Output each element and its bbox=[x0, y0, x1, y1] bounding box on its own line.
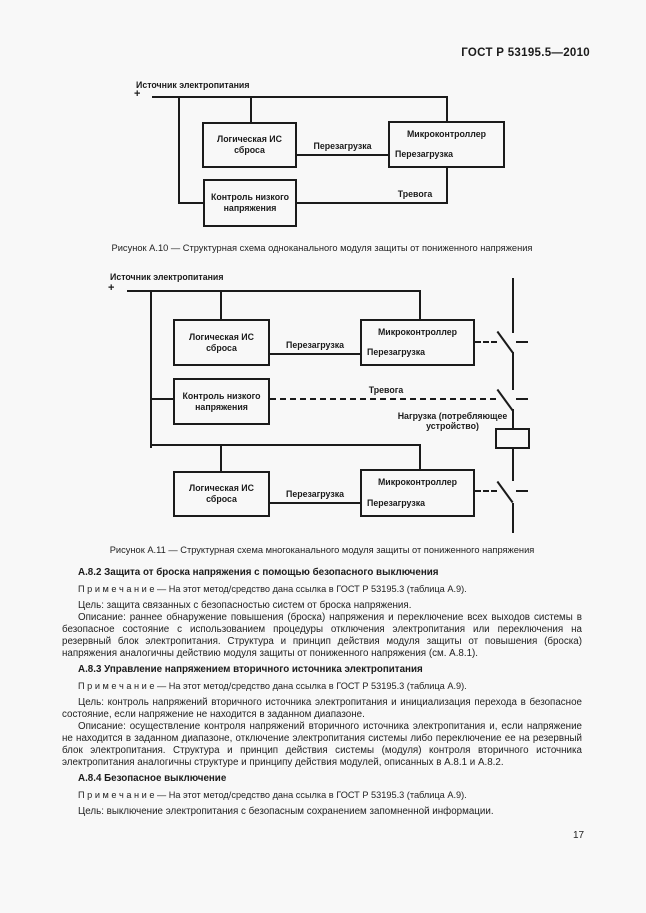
switch-contact-icon bbox=[496, 330, 514, 354]
logic-ic-reset-block: Логическая ИС сброса bbox=[173, 471, 270, 517]
rail-drop-line bbox=[178, 96, 180, 204]
low-voltage-monitor-block: Контроль низкого напряжения bbox=[173, 378, 270, 425]
monitor-input-line bbox=[178, 202, 205, 204]
power-source-label: Источник электропитания bbox=[136, 80, 250, 90]
reset-signal-line bbox=[270, 502, 360, 504]
page-number: 17 bbox=[573, 830, 585, 841]
plus-polarity-label: + bbox=[108, 282, 115, 294]
microcontroller-title: Микроконтроллер bbox=[377, 327, 458, 337]
monitor-input-line bbox=[150, 398, 173, 400]
reset-signal-label: Перезагрузка bbox=[286, 340, 344, 350]
logic-ic-reset-block: Логическая ИС сброса bbox=[173, 319, 270, 366]
section-a84-title: А.8.4 Безопасное выключение bbox=[78, 773, 227, 784]
section-a83-description: Описание: осуществление контроля напряже… bbox=[62, 721, 582, 768]
section-a82-title: А.8.2 Защита от броска напряжения с помо… bbox=[78, 567, 439, 578]
rail-drop-line bbox=[220, 290, 222, 319]
power-rail-line bbox=[152, 96, 448, 98]
rail-drop-line bbox=[419, 290, 421, 319]
reset-pin-label: Перезагрузка bbox=[367, 498, 425, 508]
microcontroller-title: Микроконтроллер bbox=[377, 477, 458, 487]
switch-contact-icon bbox=[496, 388, 514, 412]
microcontroller-block: Микроконтроллер Перезагрузка bbox=[388, 121, 505, 168]
power-rail-line bbox=[127, 290, 421, 292]
alarm-signal-label: Тревога bbox=[368, 385, 404, 395]
load-line bbox=[512, 409, 514, 429]
figure-a11-caption: Рисунок А.11 — Структурная схема многока… bbox=[109, 545, 535, 555]
low-voltage-monitor-block: Контроль низкого напряжения bbox=[203, 179, 297, 227]
load-line bbox=[512, 278, 514, 333]
rail-drop-line bbox=[250, 96, 252, 124]
lower-bus-line bbox=[150, 444, 421, 446]
section-a84-note: П р и м е ч а н и е — На этот метод/сред… bbox=[78, 790, 467, 800]
section-a82-goal: Цель: защита связанных с безопасностью с… bbox=[78, 600, 412, 611]
load-line bbox=[512, 503, 514, 533]
reset-signal-line bbox=[297, 154, 388, 156]
microcontroller-title: Микроконтроллер bbox=[406, 129, 487, 139]
switch-contact-icon bbox=[496, 480, 514, 504]
reset-signal-label: Перезагрузка bbox=[313, 141, 372, 151]
reset-signal-line bbox=[270, 353, 360, 355]
alarm-signal-label: Тревога bbox=[397, 189, 433, 199]
load-box bbox=[495, 428, 530, 449]
switch-control-dashed-line bbox=[475, 490, 497, 492]
standard-number-header: ГОСТ Р 53195.5—2010 bbox=[461, 47, 590, 59]
section-a84-goal: Цель: выключение электропитания с безопа… bbox=[78, 806, 494, 817]
section-a83-title: А.8.3 Управление напряжением вторичного … bbox=[78, 664, 423, 675]
reset-pin-label: Перезагрузка bbox=[395, 149, 453, 159]
rail-drop-line bbox=[419, 444, 421, 469]
microcontroller-block: Микроконтроллер Перезагрузка bbox=[360, 469, 475, 517]
reset-pin-label: Перезагрузка bbox=[367, 347, 425, 357]
switch-control-dash bbox=[516, 341, 528, 343]
body-text: А.8.2 Защита от броска напряжения с помо… bbox=[62, 567, 582, 818]
figure-a10-diagram: Источник электропитания + Логическая ИС … bbox=[100, 80, 560, 232]
figure-a11-diagram: Источник электропитания + Логическая ИС … bbox=[100, 272, 560, 540]
load-line bbox=[512, 449, 514, 481]
rail-drop-line bbox=[220, 444, 222, 471]
figure-a10-caption: Рисунок А.10 — Структурная схема однокан… bbox=[111, 243, 533, 253]
alarm-dashed-line bbox=[270, 398, 496, 400]
section-a82-description: Описание: раннее обнаружение повышения (… bbox=[62, 612, 582, 659]
alarm-signal-line bbox=[297, 202, 446, 204]
switch-control-dashed-line bbox=[475, 341, 497, 343]
section-a82-note: П р и м е ч а н и е — На этот метод/сред… bbox=[78, 584, 467, 594]
section-a83-goal: Цель: контроль напряжений вторичного ист… bbox=[62, 697, 582, 720]
load-label: Нагрузка (потребляющее устройство) bbox=[397, 411, 508, 431]
logic-ic-reset-block: Логическая ИС сброса bbox=[202, 122, 297, 168]
power-source-label: Источник электропитания bbox=[110, 272, 224, 282]
switch-control-dash bbox=[516, 490, 528, 492]
rail-drop-line bbox=[446, 96, 448, 123]
alarm-riser-line bbox=[446, 168, 448, 204]
microcontroller-block: Микроконтроллер Перезагрузка bbox=[360, 319, 475, 366]
plus-polarity-label: + bbox=[134, 88, 141, 100]
load-line bbox=[512, 352, 514, 390]
left-bus-line bbox=[150, 290, 152, 448]
reset-signal-label: Перезагрузка bbox=[286, 489, 344, 499]
section-a83-note: П р и м е ч а н и е — На этот метод/сред… bbox=[78, 681, 467, 691]
switch-control-dash bbox=[516, 398, 528, 400]
